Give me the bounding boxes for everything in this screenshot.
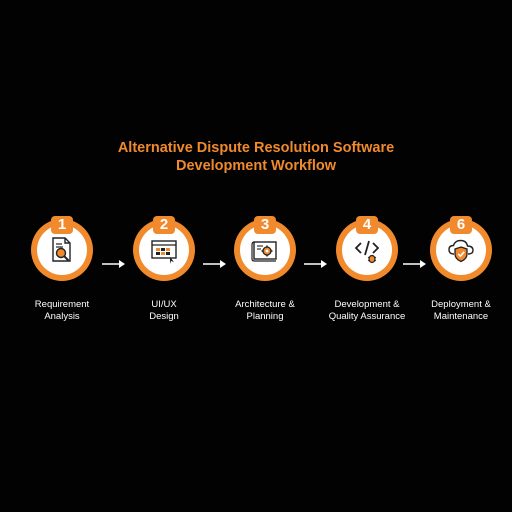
step-circle: 4 bbox=[336, 216, 398, 281]
browser-design-icon bbox=[151, 240, 177, 264]
step-architecture-planning: 3 Architecture & Planning bbox=[213, 216, 317, 323]
step-deployment-maintenance: 6 Deployment & Maintenance bbox=[409, 216, 512, 323]
step-label: Development & Quality Assurance bbox=[328, 299, 406, 322]
step-ui-ux-design: 2 UI/UX Design bbox=[112, 216, 216, 323]
step-label: UI/UX Design bbox=[149, 299, 179, 322]
step-number: 4 bbox=[356, 216, 378, 234]
step-circle: 3 bbox=[234, 216, 296, 281]
step-requirement-analysis: 1 Requirement Analysis bbox=[10, 216, 114, 323]
step-number: 1 bbox=[51, 216, 73, 234]
step-number: 3 bbox=[254, 216, 276, 234]
step-label: Requirement Analysis bbox=[34, 299, 90, 322]
arrow-right-icon bbox=[304, 256, 328, 268]
cloud-shield-icon bbox=[448, 239, 474, 263]
step-label: Architecture & Planning bbox=[235, 299, 295, 322]
arrow-right-icon bbox=[102, 256, 126, 268]
arrow-right-icon bbox=[203, 256, 227, 268]
diagram-title: Alternative Dispute Resolution Software … bbox=[0, 139, 512, 175]
title-line-2: Development Workflow bbox=[175, 158, 337, 174]
step-circle: 2 bbox=[133, 216, 195, 281]
step-number: 6 bbox=[450, 216, 472, 234]
code-bug-icon bbox=[354, 240, 380, 264]
document-search-icon bbox=[52, 237, 71, 262]
arrow-right-icon bbox=[403, 256, 427, 268]
step-development-qa: 4 Development & Quality Assurance bbox=[315, 216, 419, 323]
step-circle: 6 bbox=[430, 216, 492, 281]
step-number: 2 bbox=[153, 216, 175, 234]
title-line-1: Alternative Dispute Resolution Software bbox=[117, 140, 395, 156]
step-circle: 1 bbox=[31, 216, 93, 281]
step-label: Deployment & Maintenance bbox=[431, 299, 491, 322]
blueprint-gear-icon bbox=[251, 241, 277, 262]
